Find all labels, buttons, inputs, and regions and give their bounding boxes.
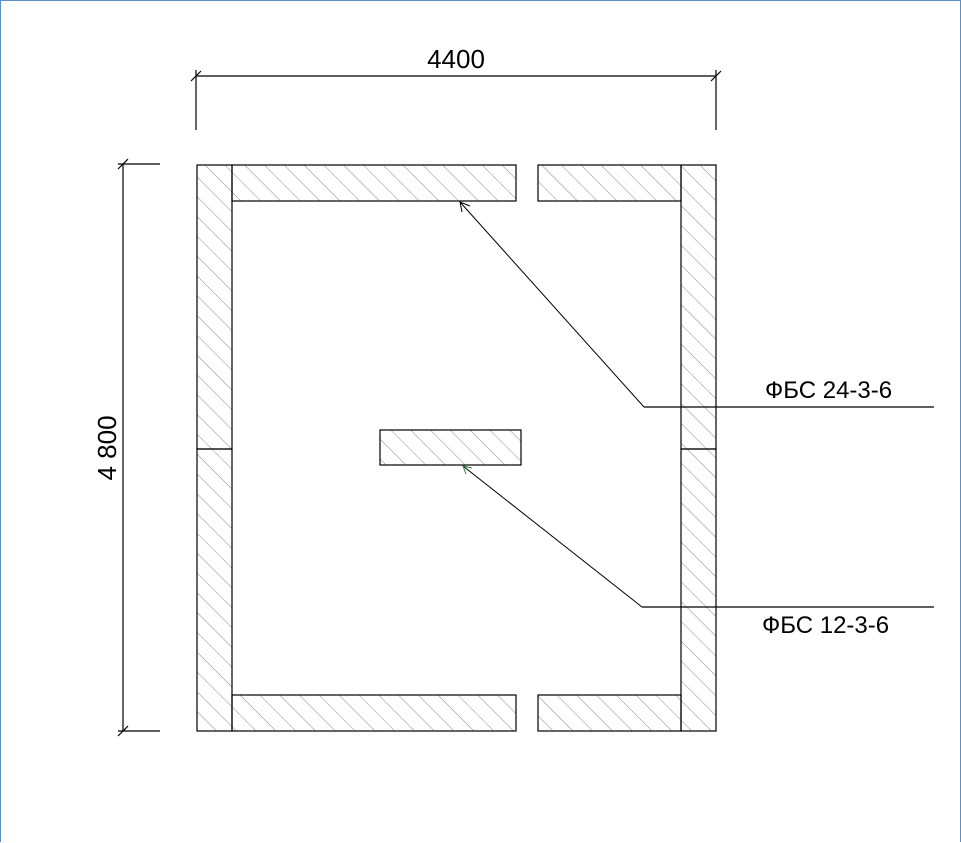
center-block xyxy=(379,429,522,466)
callout-fbs-12: ФБС 12-3-6 xyxy=(462,465,934,639)
wall-top-right xyxy=(537,164,682,202)
height-dimension-label: 4 800 xyxy=(92,415,122,480)
callout-fbs-24: ФБС 24-3-6 xyxy=(459,201,934,408)
width-dimension: 4400 xyxy=(190,44,722,130)
wall-bottom-left xyxy=(231,694,517,732)
wall-right-lower xyxy=(680,448,717,732)
wall-blocks xyxy=(196,164,717,732)
wall-left-upper xyxy=(196,164,233,450)
wall-bottom-right xyxy=(537,694,682,732)
callout-label-fbs-24: ФБС 24-3-6 xyxy=(765,377,892,404)
width-dimension-label: 4400 xyxy=(427,44,485,74)
wall-left-lower xyxy=(196,448,233,732)
wall-top-left xyxy=(231,164,517,202)
callout-label-fbs-12: ФБС 12-3-6 xyxy=(762,612,889,639)
height-dimension: 4 800 xyxy=(92,158,160,737)
wall-right-upper xyxy=(680,164,717,450)
